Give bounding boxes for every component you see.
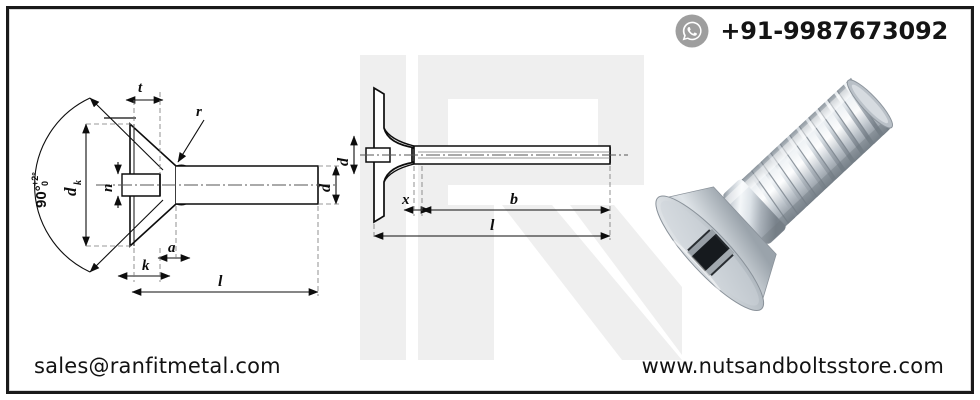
- whatsapp-icon: [675, 14, 709, 48]
- label-head-diameter-sub: k: [73, 180, 84, 185]
- diagram-side-view: d x b l: [335, 70, 635, 260]
- label-undercut: a: [168, 240, 176, 256]
- label-fillet-radius: r: [196, 104, 202, 120]
- label-mid-shank-diameter: d: [335, 157, 352, 166]
- phone-number: +91-9987673092: [720, 17, 948, 45]
- label-shank-diameter: d: [317, 183, 334, 192]
- screw-product-photo: [655, 77, 945, 330]
- label-countersink-angle: 90°: [33, 185, 50, 208]
- label-slot-width: n: [100, 184, 116, 192]
- label-head-height: k: [142, 258, 150, 274]
- label-thread-runout: x: [401, 192, 410, 208]
- label-total-length: l: [218, 273, 223, 290]
- label-head-diameter: d: [61, 187, 80, 196]
- label-mid-total-length: l: [490, 217, 495, 234]
- label-slot-depth: t: [138, 80, 143, 96]
- label-angle-tol-lower: 0: [40, 181, 50, 186]
- diagram-head-section: 90° +2° 0 d k n: [18, 70, 348, 300]
- label-thread-length: b: [510, 191, 518, 208]
- label-angle-tol-upper: +2°: [30, 172, 40, 186]
- contact-website: www.nutsandboltsstore.com: [641, 354, 944, 378]
- contact-phone-block: +91-9987673092: [675, 14, 948, 48]
- contact-email: sales@ranfitmetal.com: [34, 354, 281, 378]
